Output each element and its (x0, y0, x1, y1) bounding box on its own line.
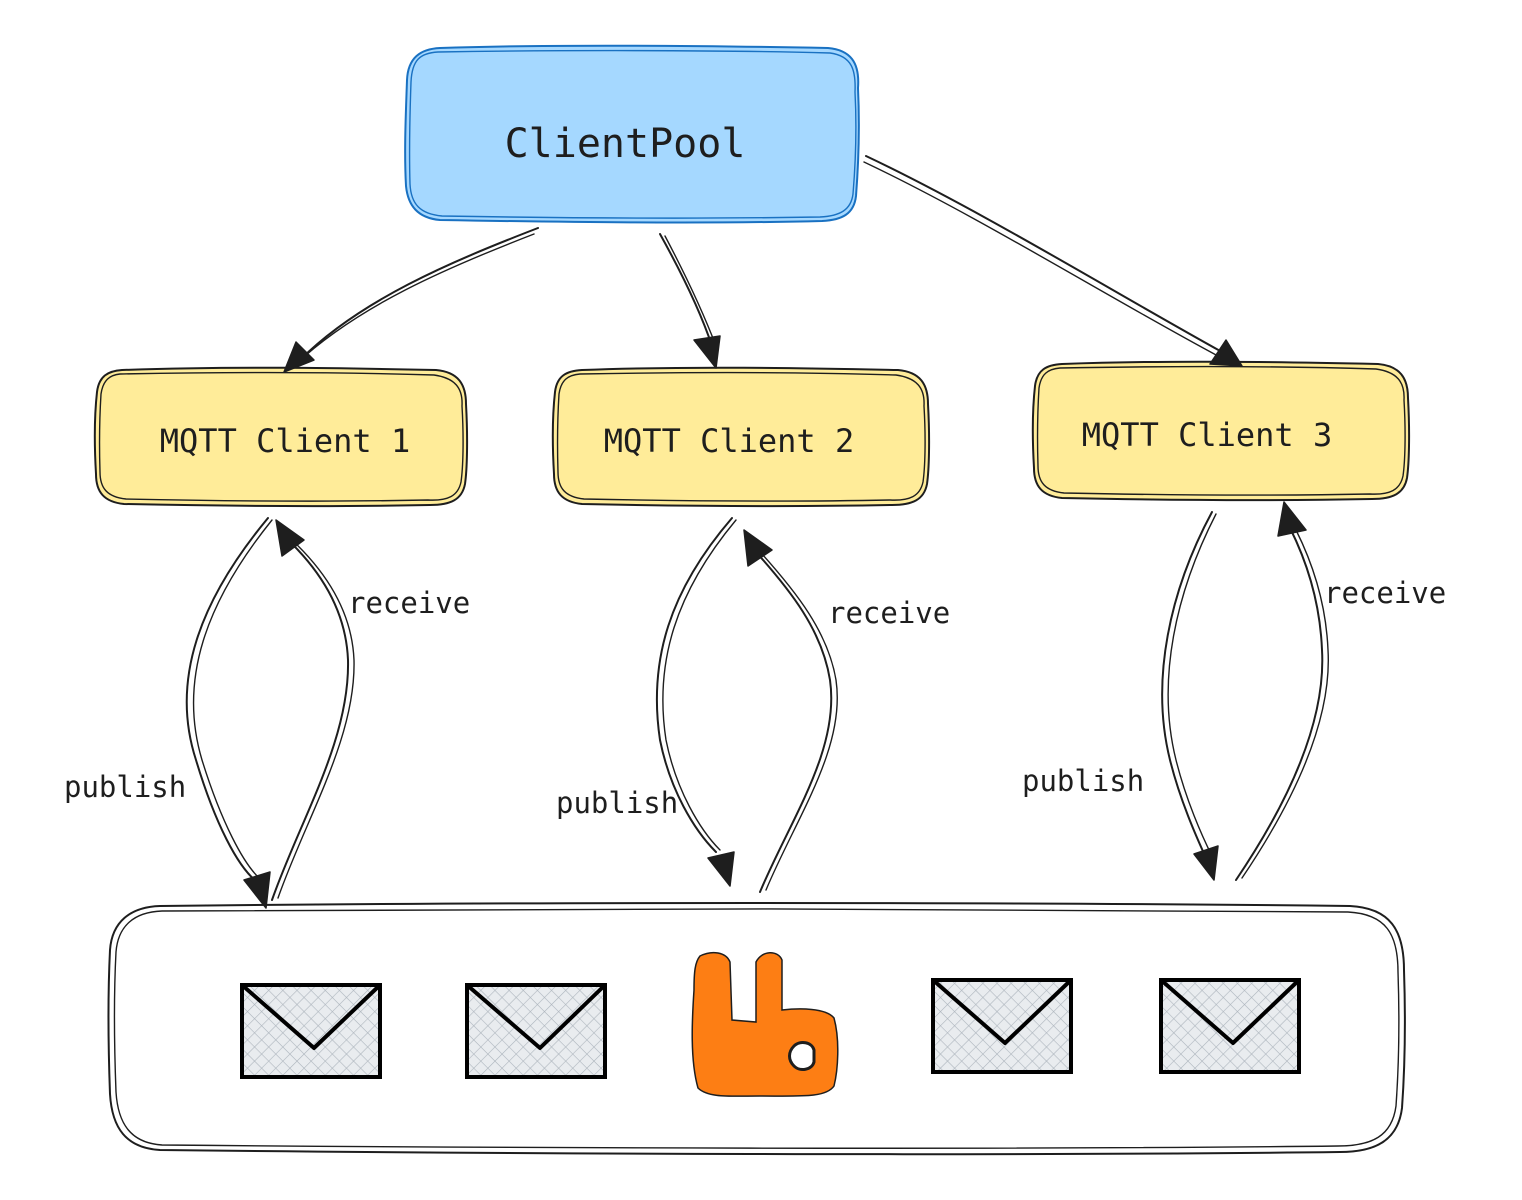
client-2-publish-label: publish (556, 786, 678, 820)
message-envelope-4 (1159, 978, 1301, 1074)
client-pool-label: ClientPool (505, 121, 746, 167)
mqtt-client-2-label: MQTT Client 2 (604, 422, 854, 460)
mqtt-client-3-node: MQTT Client 3 (1031, 360, 1411, 502)
pool-to-client-3-arrow (863, 155, 1243, 367)
client-3-publish-arrow (1161, 511, 1219, 881)
message-envelope-3 (931, 978, 1073, 1074)
envelope-icon (931, 978, 1073, 1074)
mqtt-client-3-label: MQTT Client 3 (1082, 416, 1332, 454)
client-2-receive-arrow (743, 529, 838, 893)
client-3-receive-label: receive (1324, 576, 1446, 610)
client-1-receive-label: receive (348, 586, 470, 620)
mqtt-client-1-label: MQTT Client 1 (160, 422, 410, 460)
client-pool-node: ClientPool (404, 44, 860, 224)
envelope-icon (1159, 978, 1301, 1074)
client-1-publish-label: publish (64, 770, 186, 804)
pool-to-client-2-arrow (659, 233, 721, 369)
client-1-receive-arrow (271, 519, 355, 901)
pool-to-client-1-arrow (283, 227, 539, 373)
message-envelope-1 (240, 983, 382, 1079)
client-1-publish-arrow (185, 517, 273, 909)
broker-queue-container (107, 902, 1406, 1156)
client-2-receive-label: receive (828, 596, 950, 630)
envelope-icon (240, 983, 382, 1079)
mqtt-client-2-node: MQTT Client 2 (551, 366, 931, 508)
client-3-publish-label: publish (1022, 764, 1144, 798)
envelope-icon (465, 983, 607, 1079)
mqtt-client-1-node: MQTT Client 1 (93, 366, 469, 508)
client-3-receive-arrow (1235, 501, 1329, 881)
message-envelope-2 (465, 983, 607, 1079)
rabbitmq-logo-icon (691, 951, 839, 1097)
client-2-publish-arrow (655, 517, 737, 887)
